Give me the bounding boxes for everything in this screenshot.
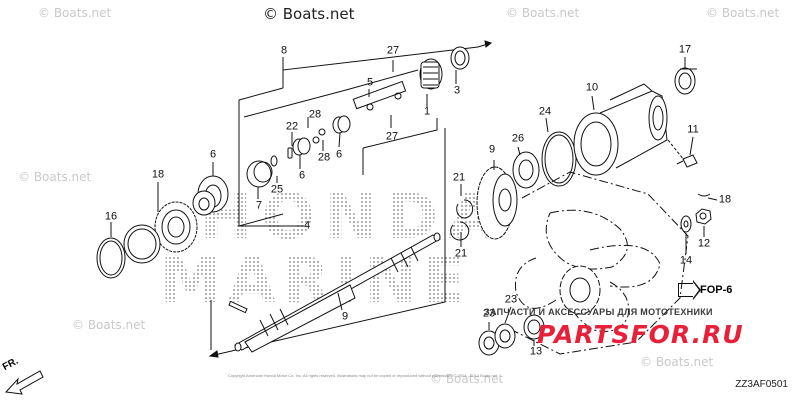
callout-28: 28 xyxy=(308,108,322,121)
part-cotter-pin-18 xyxy=(697,193,711,197)
callout-26: 26 xyxy=(511,132,525,145)
callout-7: 7 xyxy=(255,199,263,212)
callout-15: 13 xyxy=(529,345,543,358)
bracket-lines xyxy=(208,40,493,358)
parts-shop-logo: PARTSFOR.RU xyxy=(537,320,744,349)
callout-6: 6 xyxy=(335,148,343,161)
diagram-code: ZZ3AF0501 xyxy=(735,379,788,390)
boats-net-watermark: © Boats.net xyxy=(640,355,714,369)
part-bearing-19 xyxy=(674,67,697,95)
boats-net-watermark: © Boats.net xyxy=(72,318,146,332)
arrow-right-icon xyxy=(678,280,701,300)
boats-net-watermark: © Boats.net xyxy=(706,6,780,20)
callout-25: 25 xyxy=(270,183,284,196)
callout-22: 22 xyxy=(285,120,299,133)
part-bearing-26 xyxy=(512,151,540,189)
fop-reference: FOP-6 xyxy=(678,280,732,300)
callout-17: 16 xyxy=(104,210,118,223)
part-circlips-21 xyxy=(450,199,474,241)
callout-10: 8 xyxy=(280,44,288,57)
boats-net-watermark: © Boats.net xyxy=(506,6,580,20)
callout-21: 21 xyxy=(452,171,466,184)
callout-3: 3 xyxy=(453,84,461,97)
copyright-text: Copyright American Honda Motor Co. Inc. … xyxy=(228,373,498,378)
callout-1: 1 xyxy=(423,105,431,118)
callout-11: 9 xyxy=(341,310,349,323)
callout-27: 27 xyxy=(386,44,400,57)
front-arrow-icon xyxy=(4,370,44,395)
part-springs xyxy=(287,115,351,159)
honda-watermark-text: HONDA xyxy=(200,180,506,253)
parts-shop-tagline: ЗАПЧАСТИ И АКСЕССУАРЫ ДЛЯ МОТОТЕХНИКИ xyxy=(484,307,713,317)
part-prop-shaft xyxy=(228,232,442,353)
callout-20: 18 xyxy=(151,168,165,181)
callout-21: 21 xyxy=(454,247,468,260)
callout-4: 4 xyxy=(303,219,311,232)
callout-19: 17 xyxy=(678,43,692,56)
callout-23: 23 xyxy=(482,307,496,320)
part-ring-4 xyxy=(123,224,161,264)
part-seals-23 xyxy=(478,314,545,356)
leader-lines xyxy=(110,57,718,346)
boats-net-watermark: © Boats.net xyxy=(18,170,92,184)
boats-net-watermark: © Boats.net xyxy=(430,372,504,386)
fop-label: FOP-6 xyxy=(700,284,733,296)
part-gear-20 xyxy=(154,201,198,253)
part-nut-14 xyxy=(695,208,712,225)
part-washer-16 xyxy=(680,215,692,233)
callout-8: 6 xyxy=(209,148,217,161)
part-shift-cam xyxy=(246,155,278,188)
part-bearing-8 xyxy=(192,175,229,216)
boats-net-watermark: © Boats.net xyxy=(38,6,112,20)
propeller-hub xyxy=(559,265,601,315)
callout-9: 9 xyxy=(488,143,496,156)
brand-watermark: © Boats.net xyxy=(263,5,355,23)
callout-18: 18 xyxy=(718,193,732,206)
part-bevel-gear-9 xyxy=(476,166,518,240)
callout-12: 10 xyxy=(585,81,599,94)
callout-28: 28 xyxy=(317,151,331,164)
callout-13: 11 xyxy=(687,123,699,136)
callout-27: 27 xyxy=(385,130,399,143)
part-washer-3 xyxy=(450,46,470,70)
callout-23: 23 xyxy=(504,293,518,306)
callout-5: 5 xyxy=(366,76,374,89)
callout-16: 14 xyxy=(679,254,693,267)
callout-14: 12 xyxy=(697,237,711,250)
part-bolt-13 xyxy=(667,139,698,168)
part-clutch-dog xyxy=(419,58,443,90)
callout-6: 6 xyxy=(298,169,306,182)
part-shift-rod xyxy=(352,80,407,111)
callout-24: 24 xyxy=(538,105,552,118)
part-oring-17 xyxy=(96,237,126,279)
honda-marine-watermark: HONDA MARINE xyxy=(160,180,506,317)
propeller-phantom xyxy=(511,171,689,355)
part-oring-24 xyxy=(541,131,577,187)
part-bearing-holder-12 xyxy=(573,83,668,176)
